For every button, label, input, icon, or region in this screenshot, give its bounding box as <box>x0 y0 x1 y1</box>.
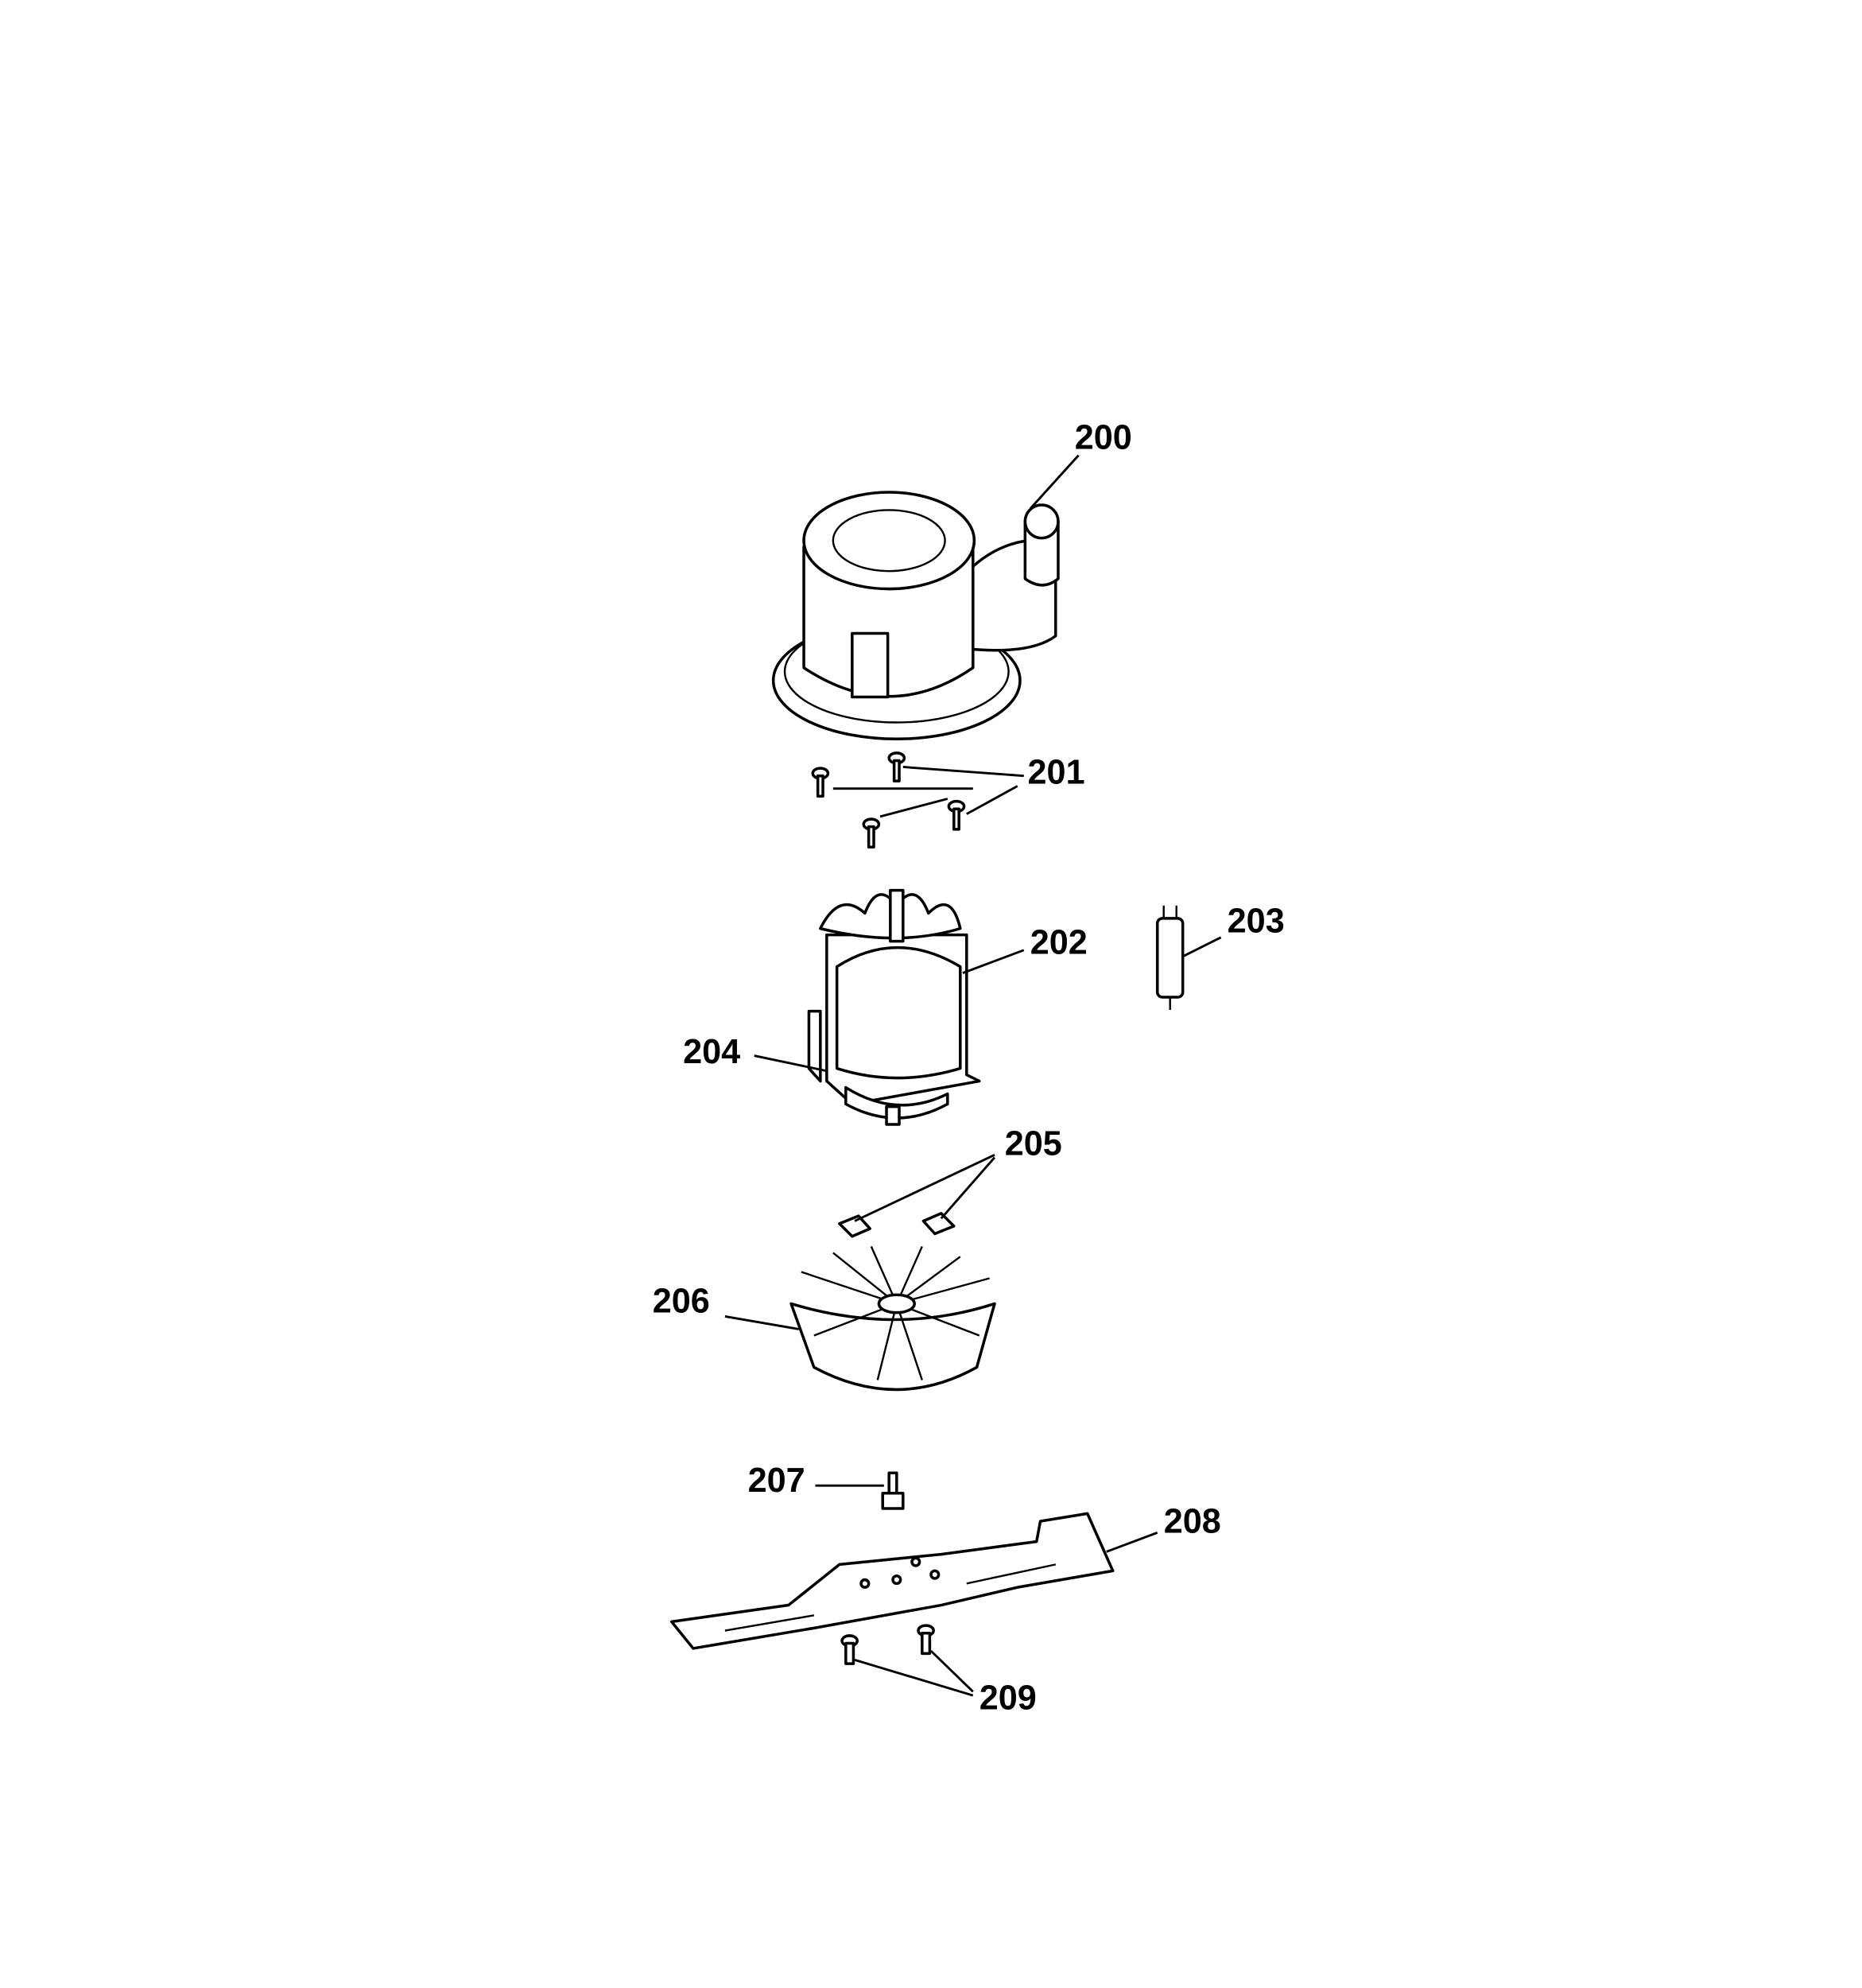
part-206-fan <box>789 1246 996 1392</box>
leader-203 <box>1182 936 1222 958</box>
part-203-capacitor <box>1155 905 1185 1010</box>
leader-202 <box>962 949 1025 974</box>
part-label-202: 202 <box>1030 924 1088 962</box>
part-label-203: 203 <box>1228 902 1285 940</box>
part-label-201: 201 <box>1028 753 1085 791</box>
leader-206 <box>724 1315 799 1330</box>
leader-209 <box>854 1650 974 1697</box>
part-label-209: 209 <box>979 1679 1037 1718</box>
part-205-nuts <box>838 1212 956 1238</box>
leader-204 <box>754 1054 828 1073</box>
part-label-200: 200 <box>1075 419 1132 457</box>
leader-205 <box>854 1154 996 1222</box>
leader-208 <box>1106 1532 1158 1553</box>
part-label-207: 207 <box>748 1462 805 1500</box>
part-label-208: 208 <box>1164 1502 1221 1540</box>
part-207-bolt <box>881 1471 905 1510</box>
part-label-204: 204 <box>683 1033 740 1071</box>
part-202-motor <box>807 888 981 1126</box>
part-200-motor-cover <box>771 491 1060 741</box>
leader-200 <box>1029 454 1080 510</box>
leader-201 <box>832 766 1024 818</box>
part-201-screws <box>811 751 966 849</box>
part-208-blade <box>669 1512 1115 1650</box>
part-209-screws <box>840 1624 935 1665</box>
part-label-206: 206 <box>653 1283 710 1321</box>
part-label-205: 205 <box>1005 1124 1062 1163</box>
